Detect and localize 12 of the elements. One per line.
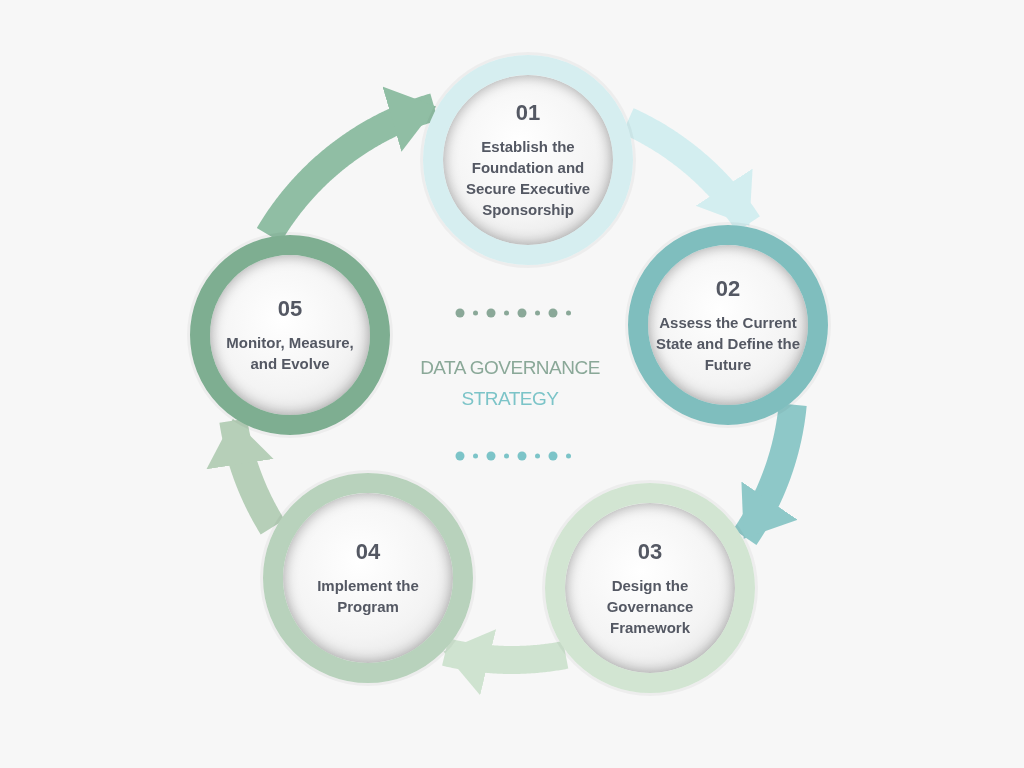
- step-text: Assess the Current State and Define the Future: [654, 312, 802, 375]
- step-number: 05: [277, 296, 303, 322]
- step-text: Design the Governance Framework: [605, 575, 695, 638]
- step-text: Implement the Program: [316, 576, 420, 617]
- center-title: STRATEGY: [460, 388, 560, 410]
- step-number: 01: [515, 100, 541, 126]
- step-number: 03: [637, 538, 663, 565]
- step-text: Monitor, Measure, and Evolve: [225, 333, 355, 374]
- center-title: DATA GOVERNANCE: [419, 357, 601, 379]
- step-number: 04: [355, 539, 381, 565]
- step-number: 02: [715, 275, 741, 302]
- step-text: Establish the Foundation and Secure Executive Sponsorship: [464, 137, 592, 220]
